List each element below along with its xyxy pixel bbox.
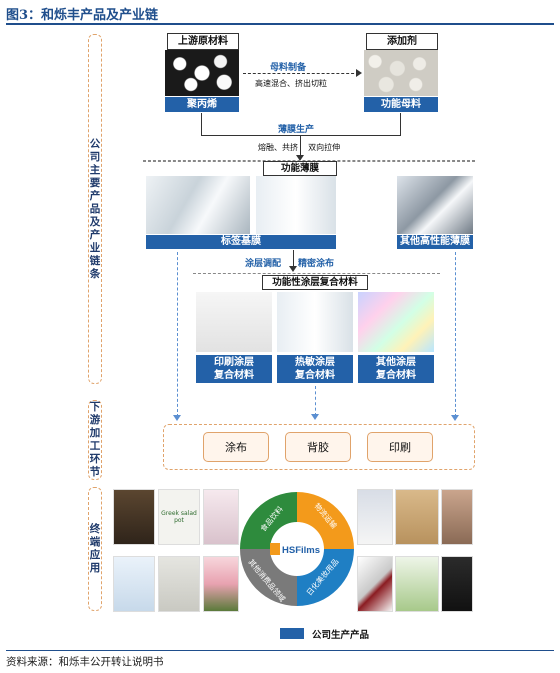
thermal-coating-image: [277, 292, 353, 352]
salad-pot-image: Greek salad pot: [158, 489, 200, 545]
tote-bag-image: [158, 556, 200, 612]
coating-item-other: 其他涂层 复合材料: [358, 355, 434, 383]
connector-line: [201, 113, 202, 135]
legend-swatch: [280, 628, 304, 639]
figure-title: 图3：和烁丰产品及产业链: [6, 8, 159, 23]
pp-label: 聚丙烯: [165, 97, 239, 112]
coating-header: 功能性涂层复合材料: [262, 275, 368, 290]
ring-segment-logistics: [297, 492, 354, 549]
section-terminal-label: 终端应用: [88, 487, 102, 611]
label-film-label: 标签基膜: [146, 235, 336, 249]
mask-package-image: [113, 556, 155, 612]
arrow-head-icon: [356, 69, 362, 77]
coat-adjust-label: 涂层调配: [245, 259, 282, 269]
source-rule: [6, 650, 554, 651]
coating-item-line1: 热敏涂层: [295, 357, 335, 368]
ring-segment-food: [240, 492, 297, 549]
other-coating-image: [358, 292, 434, 352]
coating-item-print: 印刷涂层 复合材料: [196, 355, 272, 383]
shipping-label-image: [357, 489, 393, 545]
other-film-label: 其他高性能薄膜: [397, 235, 473, 249]
coating-item-thermal: 热敏涂层 复合材料: [277, 355, 353, 383]
section-main-label: 公司主要产品及产业链条: [88, 34, 102, 384]
high-performance-film-image: [397, 176, 473, 234]
dark-bottle-image: [441, 556, 473, 612]
section-downstream-label: 下游加工环节: [88, 400, 102, 480]
masterbatch-arrow: [243, 73, 359, 74]
pp-pellets-image: [165, 50, 239, 96]
label-film-image: [146, 176, 250, 234]
dashed-connector: [315, 386, 316, 416]
film-roll-image: [256, 176, 336, 234]
logo-mark-icon: [270, 543, 280, 555]
source-note: 资料来源：和烁丰公开转让说明书: [6, 656, 164, 668]
coating-item-line2: 复合材料: [214, 370, 254, 381]
coating-item-line1: 其他涂层: [376, 357, 416, 368]
mb-process-label: 高速混合、挤出切粒: [255, 79, 327, 88]
arrow-head-icon: [289, 266, 297, 272]
process-coating: 涂布: [203, 432, 269, 462]
film-process-label: 熔融、共挤 双向拉伸: [258, 143, 341, 152]
luggage-tag-image: [441, 489, 473, 545]
masterbatch-image: [364, 50, 438, 96]
salad-pot-label: Greek salad pot: [161, 510, 197, 524]
food-package-image: [203, 489, 239, 545]
coating-item-line2: 复合材料: [295, 370, 335, 381]
ring-segment-other: [240, 549, 297, 606]
dashed-connector: [177, 252, 178, 417]
ring-segment-daily: [297, 549, 354, 606]
connector-line: [300, 135, 301, 157]
coating-bracket: [193, 273, 440, 274]
films-header: 功能薄膜: [263, 161, 337, 176]
dashed-connector: [455, 252, 456, 417]
arrow-head-icon: [173, 415, 181, 421]
process-printing: 印刷: [367, 432, 433, 462]
connector-line: [201, 135, 401, 136]
legend-label: 公司生产产品: [312, 630, 370, 641]
cosmetic-tube-image: [357, 556, 393, 612]
connector-line: [400, 113, 401, 135]
downstream-box: [163, 424, 475, 470]
arrow-head-icon: [451, 415, 459, 421]
arrow-head-icon: [296, 155, 304, 161]
coating-item-line1: 印刷涂层: [214, 357, 254, 368]
upstream-label: 上游原材料: [167, 33, 239, 50]
bottles-image: [395, 556, 439, 612]
mb-prep-label: 母料制备: [270, 63, 307, 73]
coating-item-line2: 复合材料: [376, 370, 416, 381]
functional-masterbatch-label: 功能母料: [364, 97, 438, 112]
film-prod-label: 薄膜生产: [278, 122, 315, 135]
process-adhesive: 背胶: [285, 432, 351, 462]
precision-coat-label: 精密涂布: [298, 259, 335, 269]
arrow-head-icon: [311, 414, 319, 420]
carton-box-image: [395, 489, 439, 545]
title-rule: [6, 23, 554, 25]
flower-bouquet-image: [203, 556, 239, 612]
additive-label: 添加剂: [366, 33, 438, 50]
connector-line: [293, 250, 294, 268]
product-jar-image: [113, 489, 155, 545]
application-ring: HSFilms 食品饮料 物流运输 日化美妆用品 其他消费品领域: [240, 492, 354, 606]
ring-logo: HSFilms: [282, 545, 320, 556]
print-coating-image: [196, 292, 272, 352]
